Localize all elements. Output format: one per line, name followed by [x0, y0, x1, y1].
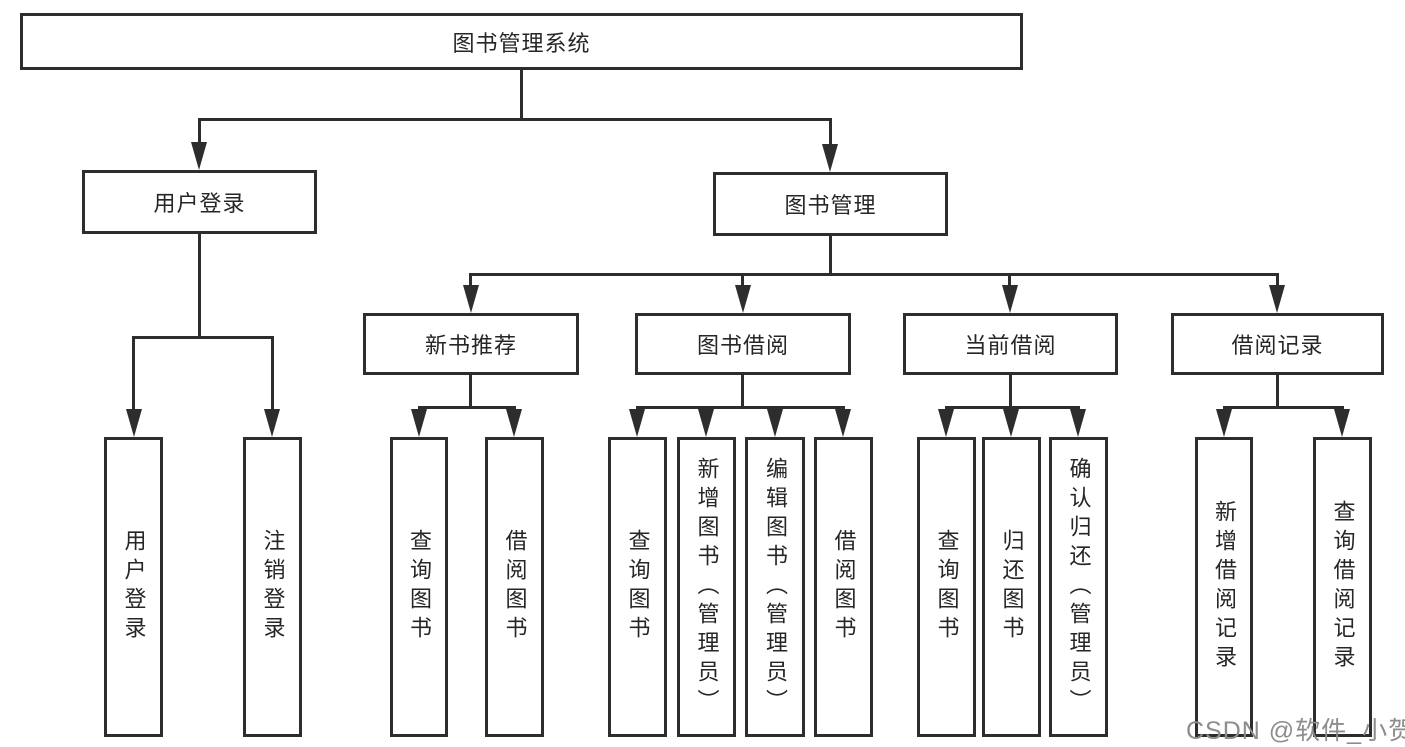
connector-line: [741, 375, 744, 406]
node-root: 图书管理系统: [20, 13, 1023, 70]
node-current-borrow-label: 当前借阅: [964, 333, 1057, 358]
connector-line: [198, 118, 832, 121]
node-new-book-recommend-label: 新书推荐: [424, 333, 517, 358]
leaf-query-books-recommend: 查询图书: [390, 437, 448, 737]
leaf-borrow-books-recommend-label: 借阅图书: [502, 529, 528, 645]
connector-line: [132, 336, 273, 339]
leaf-add-books-admin: 新增图书（管理员）: [677, 437, 736, 737]
arrow-down-icon: [1003, 409, 1019, 437]
arrow-down-icon: [767, 409, 783, 437]
arrow-down-icon: [1334, 409, 1350, 437]
arrow-down-icon: [835, 409, 851, 437]
connector-line: [1276, 273, 1279, 286]
leaf-confirm-return-admin: 确认归还（管理员）: [1049, 437, 1108, 737]
leaf-logout-label: 注销登录: [260, 529, 286, 645]
arrow-down-icon: [822, 144, 838, 172]
leaf-add-borrow-record: 新增借阅记录: [1195, 437, 1253, 737]
arrow-down-icon: [1216, 409, 1232, 437]
leaf-query-borrow-record: 查询借阅记录: [1313, 437, 1372, 737]
arrow-down-icon: [1070, 409, 1086, 437]
watermark-csdn: CSDN @软件_小贺同学: [1186, 717, 1405, 745]
leaf-user-login-label: 用户登录: [121, 529, 147, 645]
leaf-query-books-current: 查询图书: [917, 437, 976, 737]
leaf-borrow-books-recommend: 借阅图书: [485, 437, 544, 737]
node-user-login: 用户登录: [82, 170, 317, 234]
leaf-query-books-recommend-label: 查询图书: [407, 529, 432, 645]
connector-line: [829, 118, 832, 146]
arrow-down-icon: [629, 409, 645, 437]
leaf-return-books-label: 归还图书: [999, 529, 1025, 645]
arrow-down-icon: [506, 409, 522, 437]
connector-line: [1008, 273, 1011, 286]
connector-line: [1223, 406, 1344, 409]
node-book-borrow-label: 图书借阅: [696, 333, 789, 358]
node-book-management: 图书管理: [713, 172, 948, 236]
leaf-add-borrow-record-label: 新增借阅记录: [1212, 500, 1237, 674]
connector-line: [829, 236, 832, 273]
connector-line: [198, 118, 201, 144]
arrow-down-icon: [1002, 285, 1018, 313]
arrow-down-icon: [735, 285, 751, 313]
arrow-down-icon: [264, 409, 280, 437]
connector-line: [271, 336, 274, 411]
node-current-borrow: 当前借阅: [903, 313, 1118, 375]
connector-line: [469, 273, 472, 286]
arrow-down-icon: [411, 409, 427, 437]
leaf-borrow-books: 借阅图书: [814, 437, 873, 737]
arrow-down-icon: [698, 409, 714, 437]
arrow-down-icon: [126, 409, 142, 437]
leaf-edit-books-admin: 编辑图书（管理员）: [745, 437, 805, 737]
leaf-query-books-borrow: 查询图书: [608, 437, 667, 737]
connector-line: [132, 336, 135, 411]
leaf-query-books-current-label: 查询图书: [934, 529, 960, 645]
leaf-confirm-return-admin-label: 确认归还（管理员）: [1066, 456, 1092, 718]
arrow-down-icon: [463, 285, 479, 313]
leaf-borrow-books-label: 借阅图书: [831, 529, 857, 645]
node-book-management-label: 图书管理: [784, 193, 877, 218]
connector-line: [469, 273, 1279, 276]
node-borrow-records: 借阅记录: [1171, 313, 1384, 375]
connector-line: [198, 234, 201, 336]
node-borrow-records-label: 借阅记录: [1231, 333, 1324, 358]
connector-line: [741, 273, 744, 286]
node-book-borrow: 图书借阅: [635, 313, 851, 375]
node-user-login-label: 用户登录: [153, 191, 246, 216]
arrow-down-icon: [1269, 285, 1285, 313]
leaf-query-borrow-record-label: 查询借阅记录: [1330, 500, 1356, 674]
leaf-edit-books-admin-label: 编辑图书（管理员）: [763, 456, 788, 718]
leaf-query-books-borrow-label: 查询图书: [625, 529, 651, 645]
leaf-user-login: 用户登录: [104, 437, 163, 737]
leaf-return-books: 归还图书: [982, 437, 1041, 737]
leaf-add-books-admin-label: 新增图书（管理员）: [694, 456, 720, 718]
arrow-down-icon: [191, 142, 207, 170]
node-new-book-recommend: 新书推荐: [363, 313, 579, 375]
connector-line: [469, 375, 472, 406]
connector-line: [418, 406, 516, 409]
connector-line: [520, 70, 523, 118]
leaf-logout: 注销登录: [243, 437, 302, 737]
connector-line: [945, 406, 1080, 409]
arrow-down-icon: [938, 409, 954, 437]
connector-line: [1009, 375, 1012, 406]
connector-line: [636, 406, 845, 409]
node-root-label: 图书管理系统: [452, 30, 591, 56]
connector-line: [1276, 375, 1279, 406]
